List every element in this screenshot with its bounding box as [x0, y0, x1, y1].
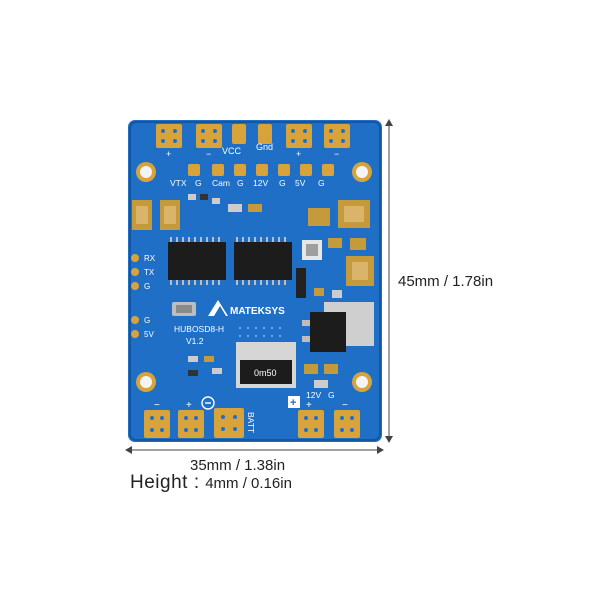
- version-text: V1.2: [186, 336, 204, 346]
- thickness-info: Height:4mm / 0.16in: [130, 472, 292, 494]
- smd-components: [296, 238, 374, 298]
- svg-text:+: +: [290, 397, 296, 409]
- label-g: G: [279, 178, 286, 188]
- model-text: HUBOSD8-H: [174, 324, 224, 334]
- svg-text:−: −: [342, 400, 348, 411]
- label-g: G: [144, 282, 150, 291]
- horizontal-dimension-line: [125, 446, 384, 454]
- vertical-dimension-line: [385, 119, 393, 443]
- svg-text:+: +: [166, 149, 171, 159]
- regulator: [310, 312, 346, 352]
- capacitors: [132, 194, 370, 230]
- signal-pad-labels: VTX G Cam G 12V G 5V G: [170, 178, 325, 188]
- label-5v: 5V: [295, 178, 306, 188]
- thickness-colon: :: [193, 472, 200, 493]
- chip: [168, 242, 226, 280]
- svg-text:−: −: [334, 149, 339, 159]
- height-dimension-label: 45mm / 1.78in: [398, 273, 494, 290]
- width-dimension-label: 35mm / 1.38in: [190, 457, 286, 474]
- osd-pdb-board: + − + − VCC Gnd VTX G Cam G 12V G 5V G: [128, 120, 382, 442]
- uart-labels: RX TX G: [144, 254, 156, 291]
- thickness-title: Height: [130, 472, 188, 493]
- label-g: G: [195, 178, 202, 188]
- uart-pads: [131, 254, 139, 290]
- osd-chips: [168, 242, 292, 280]
- label-12v: 12V: [306, 390, 321, 400]
- label-g: G: [144, 316, 150, 325]
- label-vtx: VTX: [170, 178, 187, 188]
- svg-text:+: +: [186, 400, 192, 411]
- pcb-edge: [129, 121, 381, 441]
- svg-text:+: +: [306, 400, 312, 411]
- bottom-pad-dots: [150, 415, 354, 432]
- label-tx: TX: [144, 268, 155, 277]
- mounting-holes: [136, 162, 372, 392]
- shunt-marking: 0m50: [254, 368, 277, 378]
- label-g: G: [237, 178, 244, 188]
- signal-pads-row: [188, 164, 334, 176]
- label-g: G: [328, 390, 335, 400]
- svg-text:+: +: [296, 149, 301, 159]
- label-gnd: Gnd: [256, 142, 273, 152]
- top-pad-signs: + − + −: [166, 149, 339, 159]
- svg-text:−: −: [206, 149, 211, 159]
- label-12v: 12V: [253, 178, 268, 188]
- lower-left-pads: [131, 316, 139, 338]
- svg-text:−: −: [154, 400, 160, 411]
- chip: [234, 242, 292, 280]
- lower-left-labels: G 5V: [144, 316, 154, 339]
- thickness-value: 4mm / 0.16in: [205, 475, 292, 492]
- label-batt: BATT: [246, 412, 256, 433]
- chip-pins: [170, 237, 286, 285]
- batt-symbols: +: [201, 396, 300, 410]
- bottom-pad-signs: − + + −: [154, 400, 348, 411]
- label-5v: 5V: [144, 330, 154, 339]
- top-pad-dots: [161, 129, 345, 143]
- label-cam: Cam: [212, 178, 230, 188]
- label-vcc: VCC: [222, 146, 242, 156]
- label-rx: RX: [144, 254, 156, 263]
- brand-text: MATEKSYS: [230, 306, 285, 317]
- label-g: G: [318, 178, 325, 188]
- mateksys-logo: [208, 300, 228, 316]
- lower-smd: [188, 356, 338, 388]
